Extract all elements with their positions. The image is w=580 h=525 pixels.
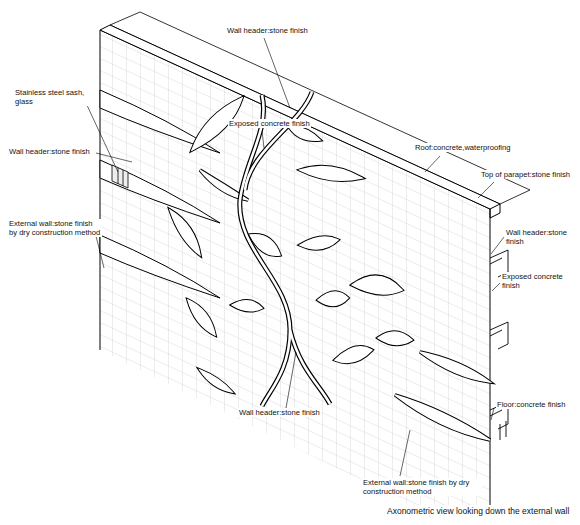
sash-glass xyxy=(112,165,128,188)
callout-label: Wall header:stone finish xyxy=(226,26,309,35)
callout-label: Stainless steel sash, glass xyxy=(14,88,90,106)
callout-label: Wall header:stone finish xyxy=(8,147,91,156)
callout-label: Exposed concrete finish xyxy=(501,272,577,290)
wall-outline xyxy=(100,30,490,505)
callout-label: Exposed concrete finish xyxy=(228,119,311,128)
callout-label: External wall:stone finish by dry constr… xyxy=(8,219,102,237)
parapet-section xyxy=(490,204,500,218)
callout-label: Roof:concrete,waterproofing xyxy=(414,143,511,152)
caption: Axonometric view looking down the extern… xyxy=(386,506,570,516)
callout-label: Wall header:stone finish xyxy=(238,408,321,417)
callout-label: Top of parapet:stone finish xyxy=(480,170,571,179)
trunk-header-inner xyxy=(240,92,330,406)
callout-label: Wall header:stone finish xyxy=(505,228,577,246)
trunk-header xyxy=(240,92,330,406)
callout-label: External wall:stone finish by dry constr… xyxy=(362,478,482,496)
parapet-top xyxy=(100,25,500,209)
leader-lines xyxy=(86,38,504,476)
callout-label: Floor:concrete finish xyxy=(496,400,566,409)
slot-openings xyxy=(100,90,220,298)
